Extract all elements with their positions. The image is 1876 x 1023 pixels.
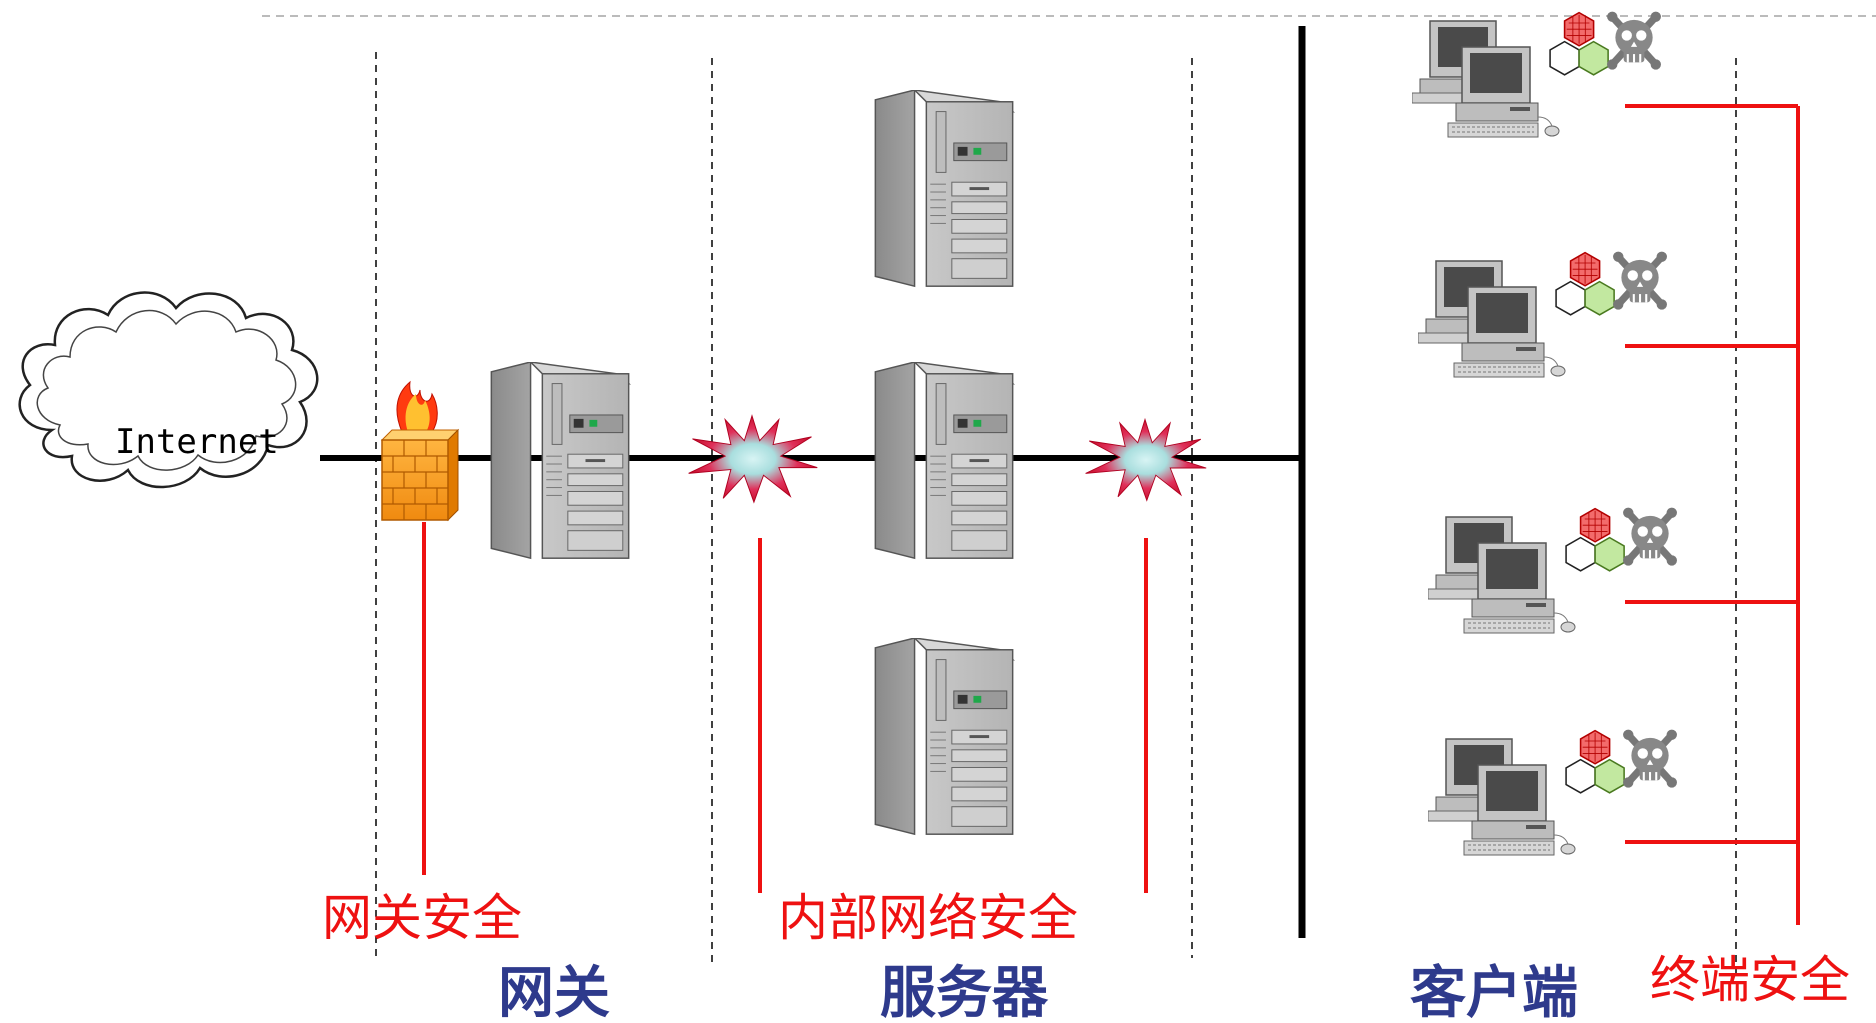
clients-label: 客户端 bbox=[1410, 961, 1578, 1023]
gateway-label: 网关 bbox=[498, 961, 610, 1023]
workstation-icon bbox=[1412, 20, 1560, 138]
firewall-icon bbox=[380, 380, 460, 522]
virus-skull-icon bbox=[1556, 252, 1667, 315]
virus-skull-icon bbox=[1566, 730, 1677, 793]
server-icon bbox=[874, 90, 1014, 287]
servers-label: 服务器 bbox=[880, 961, 1049, 1023]
internal-network-security-label: 内部网络安全 bbox=[778, 889, 1078, 947]
workstation-icon bbox=[1418, 260, 1566, 378]
internet-label: Internet bbox=[115, 422, 279, 462]
security-lines bbox=[422, 104, 1800, 925]
virus-skull-icon bbox=[1550, 12, 1661, 75]
gateway-server-icon bbox=[490, 362, 630, 559]
gateway-security-label: 网关安全 bbox=[322, 889, 522, 947]
zone-separators bbox=[375, 52, 1737, 975]
endpoint-security-label: 终端安全 bbox=[1650, 951, 1850, 1009]
virus-skull-icon bbox=[1566, 508, 1677, 571]
server-icon bbox=[874, 638, 1014, 835]
server-icon bbox=[874, 362, 1014, 559]
workstation-icon bbox=[1428, 516, 1576, 634]
workstation-icon bbox=[1428, 738, 1576, 856]
cloud-icon bbox=[18, 291, 319, 489]
